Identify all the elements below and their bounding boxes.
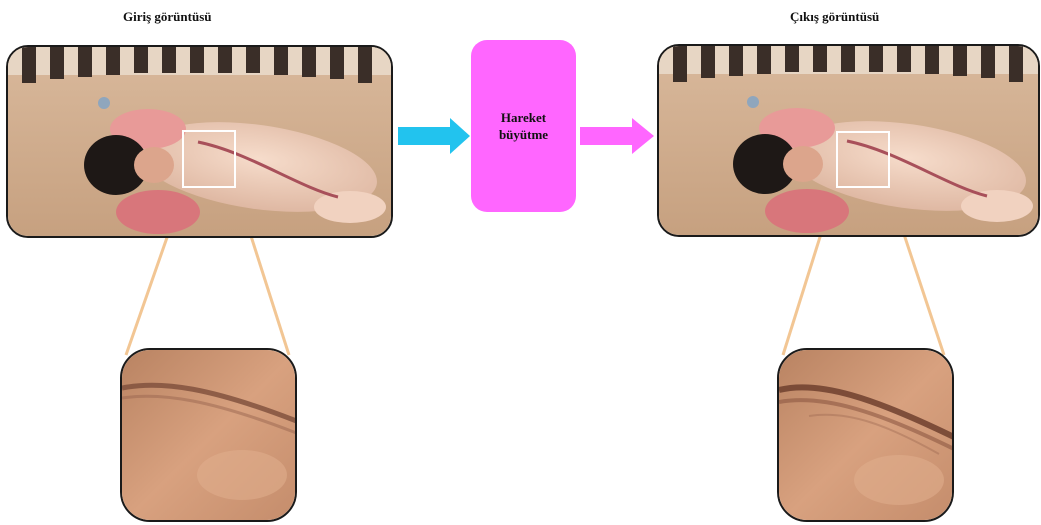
process-label-line1: Hareket xyxy=(501,109,546,126)
arrow-to-process xyxy=(398,118,470,154)
motion-magnification-box: Hareket büyütme xyxy=(471,40,576,212)
input-image xyxy=(6,45,393,238)
process-label-line2: büyütme xyxy=(499,126,548,143)
output-image xyxy=(657,44,1040,237)
input-zoom-patch xyxy=(120,348,297,522)
arrow-to-output xyxy=(580,118,654,154)
input-roi-box xyxy=(182,130,236,188)
output-roi-box xyxy=(836,131,890,188)
output-zoom-patch xyxy=(777,348,954,522)
